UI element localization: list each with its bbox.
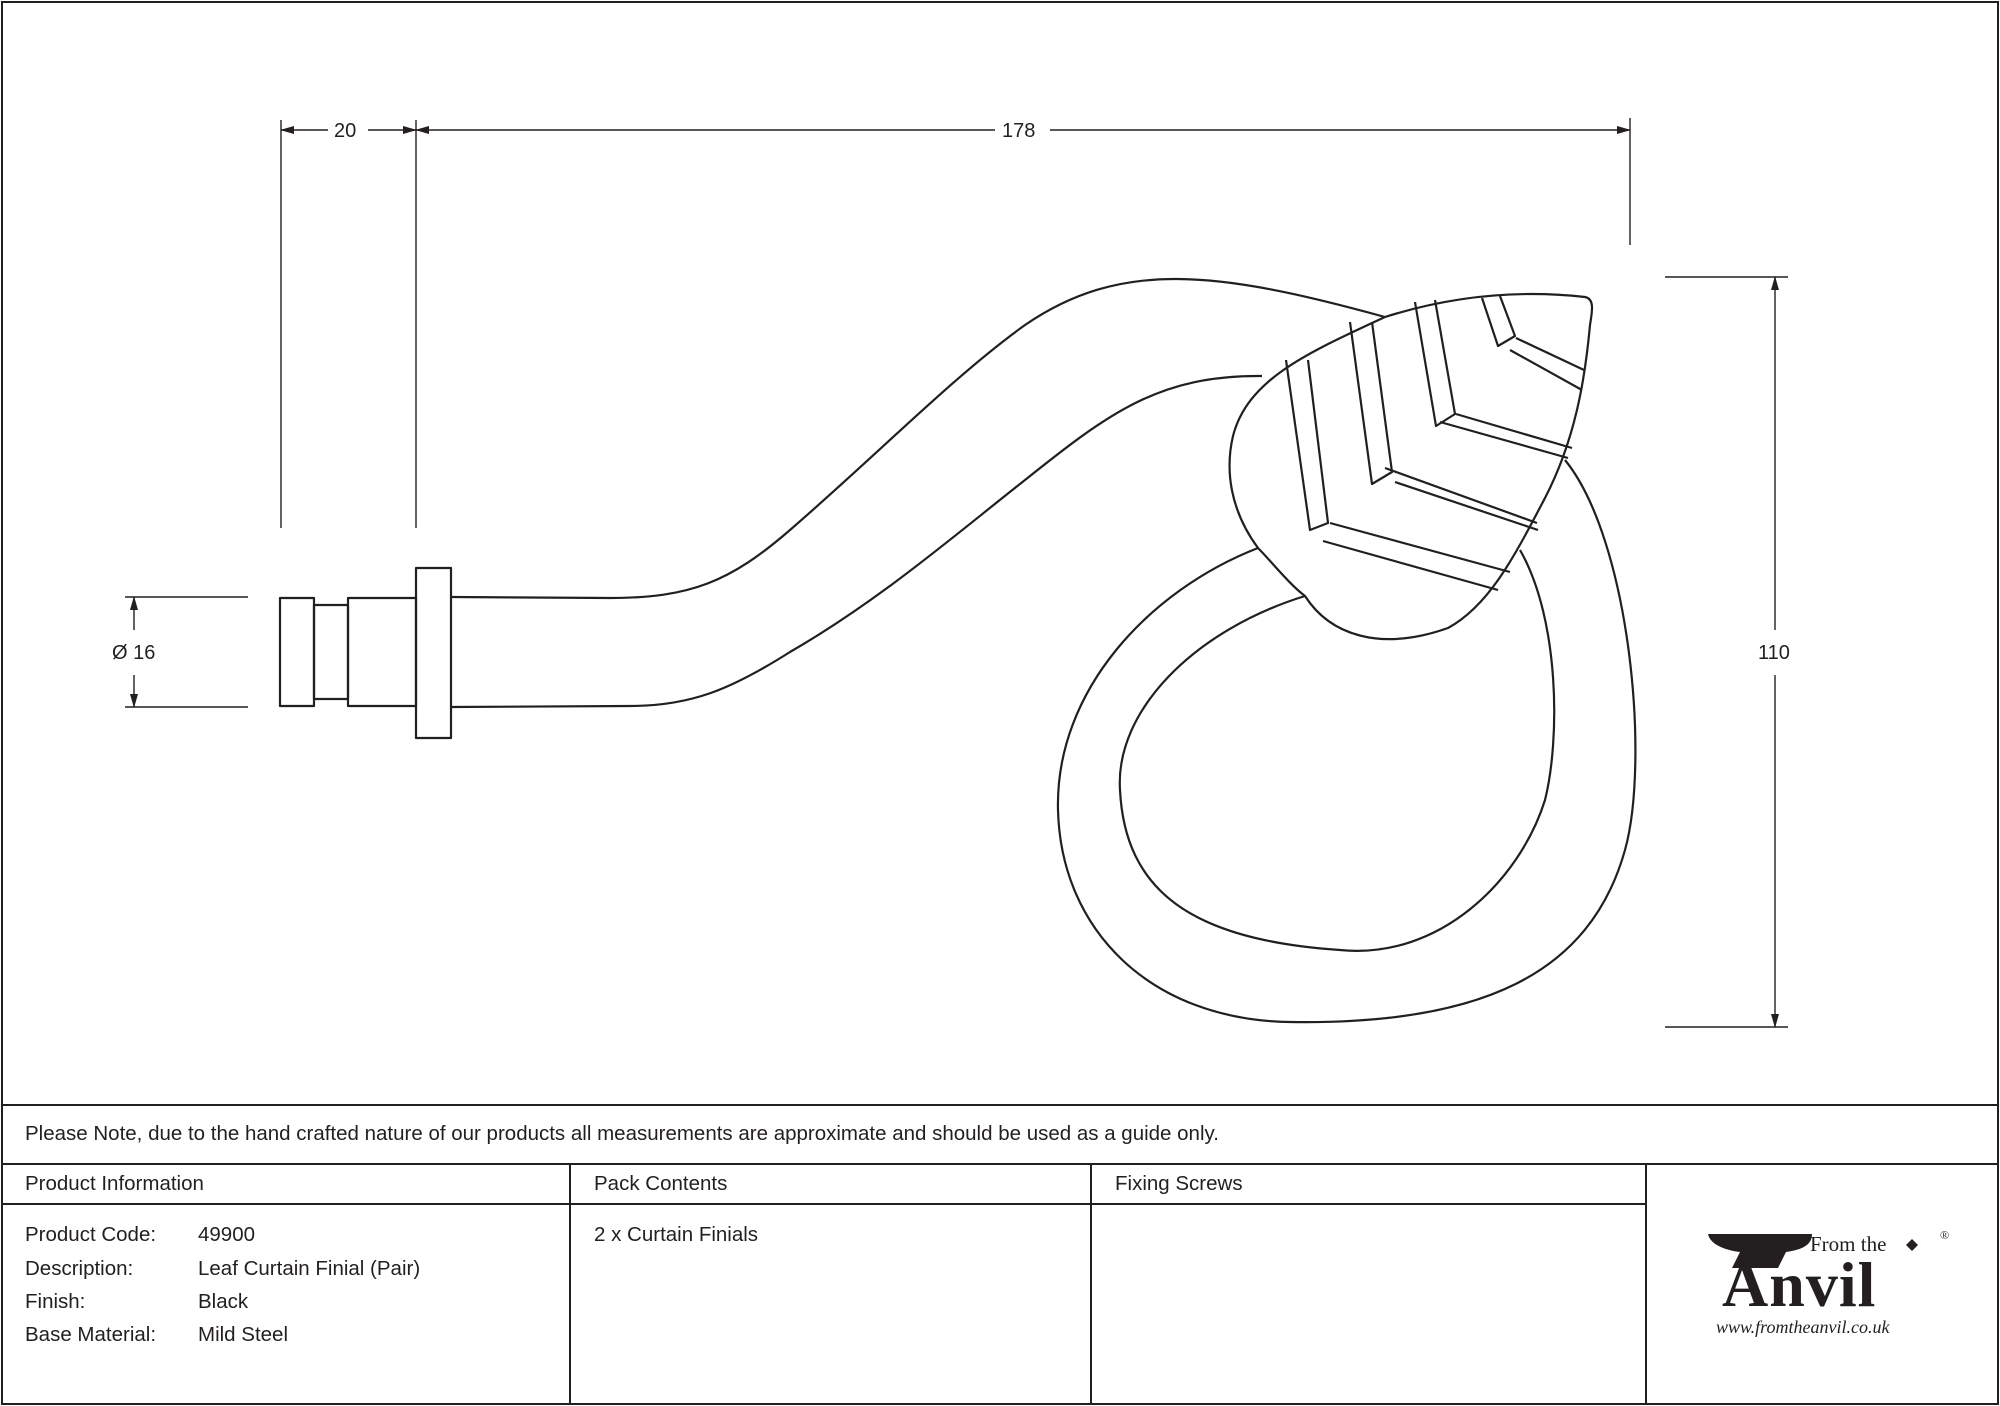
dimension-height: 110 <box>1754 641 1794 665</box>
flange-plate <box>414 566 453 740</box>
rod-lower-edge <box>450 374 1263 709</box>
dimension-diameter: Ø 16 <box>108 641 160 665</box>
product-info-header: Product Information <box>25 1172 204 1195</box>
product-code-value: 49900 <box>198 1223 256 1246</box>
rod-upper-edge <box>450 277 1386 600</box>
collar <box>346 596 418 708</box>
neck <box>312 603 350 701</box>
logo-wordmark: Anvil <box>1722 1249 1877 1320</box>
logo-from-the: From the <box>1810 1232 1887 1256</box>
loop-outer <box>1056 459 1637 1024</box>
loop-inner <box>1118 549 1556 952</box>
finial-drawing <box>278 277 1637 1024</box>
anvil-logo-graphic <box>1708 1234 1918 1268</box>
product-code-label: Product Code: <box>25 1223 157 1246</box>
dimension-lines <box>125 118 1788 1028</box>
base-material-value: Mild Steel <box>198 1323 289 1346</box>
leaf-veins <box>1284 295 1585 592</box>
description-value: Leaf Curtain Finial (Pair) <box>198 1257 421 1280</box>
pack-contents-header: Pack Contents <box>594 1172 728 1195</box>
dimension-overall-length: 178 <box>998 119 1040 143</box>
fixing-screws-header: Fixing Screws <box>1115 1172 1243 1195</box>
finish-label: Finish: <box>25 1290 86 1313</box>
logo-url: www.fromtheanvil.co.uk <box>1716 1317 1890 1337</box>
logo-registered-mark: ® <box>1940 1228 1950 1242</box>
measurement-note: Please Note, due to the hand crafted nat… <box>25 1122 1219 1145</box>
finish-value: Black <box>198 1290 249 1313</box>
dimension-shank: 20 <box>330 119 361 143</box>
info-table-grid <box>2 1104 1998 1404</box>
leaf-outline <box>1228 292 1594 641</box>
base-material-label: Base Material: <box>25 1323 157 1346</box>
description-label: Description: <box>25 1257 134 1280</box>
pack-contents-item: 2 x Curtain Finials <box>594 1223 759 1246</box>
end-cap <box>278 596 316 708</box>
